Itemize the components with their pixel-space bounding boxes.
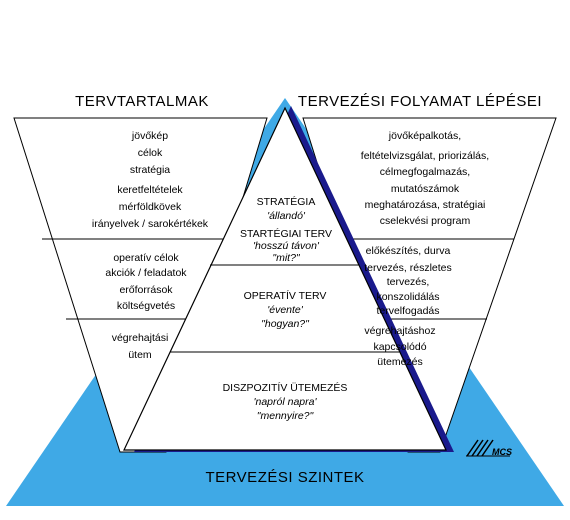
left-item: jövőkép — [131, 130, 168, 142]
left-item: mérföldkövek — [119, 201, 182, 213]
right-section-operative: előkészítés, durva tervezés, részletes t… — [364, 245, 452, 317]
right-section-dispositive: végrehajtáshoz kapcsolódó ütemezés — [364, 325, 435, 368]
level-strategic-plan: STARTÉGIAI TERV 'hosszú távon' "mit?" — [240, 227, 332, 264]
level-horizon: 'évente' — [267, 304, 304, 316]
level-question: "hogyan?" — [261, 318, 310, 330]
level-title: STARTÉGIAI TERV — [240, 227, 332, 240]
level-dispositive-schedule: DISZPOZITÍV ÜTEMEZÉS 'napról napra' "men… — [223, 381, 348, 422]
level-title: STRATÉGIA — [257, 195, 316, 208]
level-title: DISZPOZITÍV ÜTEMEZÉS — [223, 381, 348, 394]
right-item: mutatószámok — [391, 183, 460, 195]
right-item: kapcsolódó — [373, 341, 426, 353]
right-item: jövőképalkotás, — [388, 130, 461, 142]
left-item: stratégia — [130, 164, 170, 176]
right-item: tervezés, — [387, 276, 430, 288]
right-item: feltételvizsgálat, priorizálás, — [361, 150, 489, 162]
left-item: költségvetés — [117, 300, 175, 312]
level-pyramid — [123, 106, 447, 451]
right-item: konszolidálás — [376, 291, 439, 303]
left-item: operatív célok — [113, 252, 179, 264]
right-item: cselekvési program — [380, 215, 471, 227]
right-item: célmegfogalmazás, — [380, 166, 470, 178]
mcs-logo: MCS — [466, 439, 512, 457]
level-horizon: 'hosszú távon' — [253, 240, 320, 252]
right-item: tervezés, részletes — [364, 262, 452, 274]
level-question: "mit?" — [272, 252, 301, 264]
right-section-strategic: jövőképalkotás, feltételvizsgálat, prior… — [361, 130, 489, 227]
left-header: TERVTARTALMAK — [75, 93, 209, 110]
level-question: "mennyire?" — [257, 410, 315, 422]
right-item: végrehajtáshoz — [364, 325, 435, 337]
level-strategy: STRATÉGIA 'állandó' — [257, 195, 316, 222]
right-item: meghatározása, stratégiai — [365, 199, 486, 211]
left-item: ütem — [128, 349, 152, 361]
left-section-dispositive: végrehajtási ütem — [112, 332, 169, 361]
level-horizon: 'állandó' — [267, 210, 306, 222]
left-section-operative: operatív célok akciók / feladatok erőfor… — [105, 252, 187, 312]
left-item: végrehajtási — [112, 332, 169, 344]
left-item: erőforrások — [119, 284, 173, 296]
left-item: irányelvek / sarokértékek — [92, 218, 209, 230]
right-header: TERVEZÉSI FOLYAMAT LÉPÉSEI — [298, 93, 542, 110]
level-title: OPERATÍV TERV — [244, 289, 327, 302]
logo-text: MCS — [492, 447, 512, 457]
level-operative-plan: OPERATÍV TERV 'évente' "hogyan?" — [244, 289, 327, 330]
level-horizon: 'napról napra' — [254, 396, 318, 408]
right-item: előkészítés, durva — [366, 245, 451, 257]
right-item: ütemezés — [377, 356, 423, 368]
left-item: keretfeltételek — [117, 184, 183, 196]
bottom-title: TERVEZÉSI SZINTEK — [205, 469, 364, 486]
left-section-strategic: jövőkép célok stratégia keretfeltételek … — [92, 130, 209, 230]
right-item: tervelfogadás — [376, 305, 439, 317]
left-item: akciók / feladatok — [105, 267, 187, 279]
left-item: célok — [138, 147, 163, 159]
